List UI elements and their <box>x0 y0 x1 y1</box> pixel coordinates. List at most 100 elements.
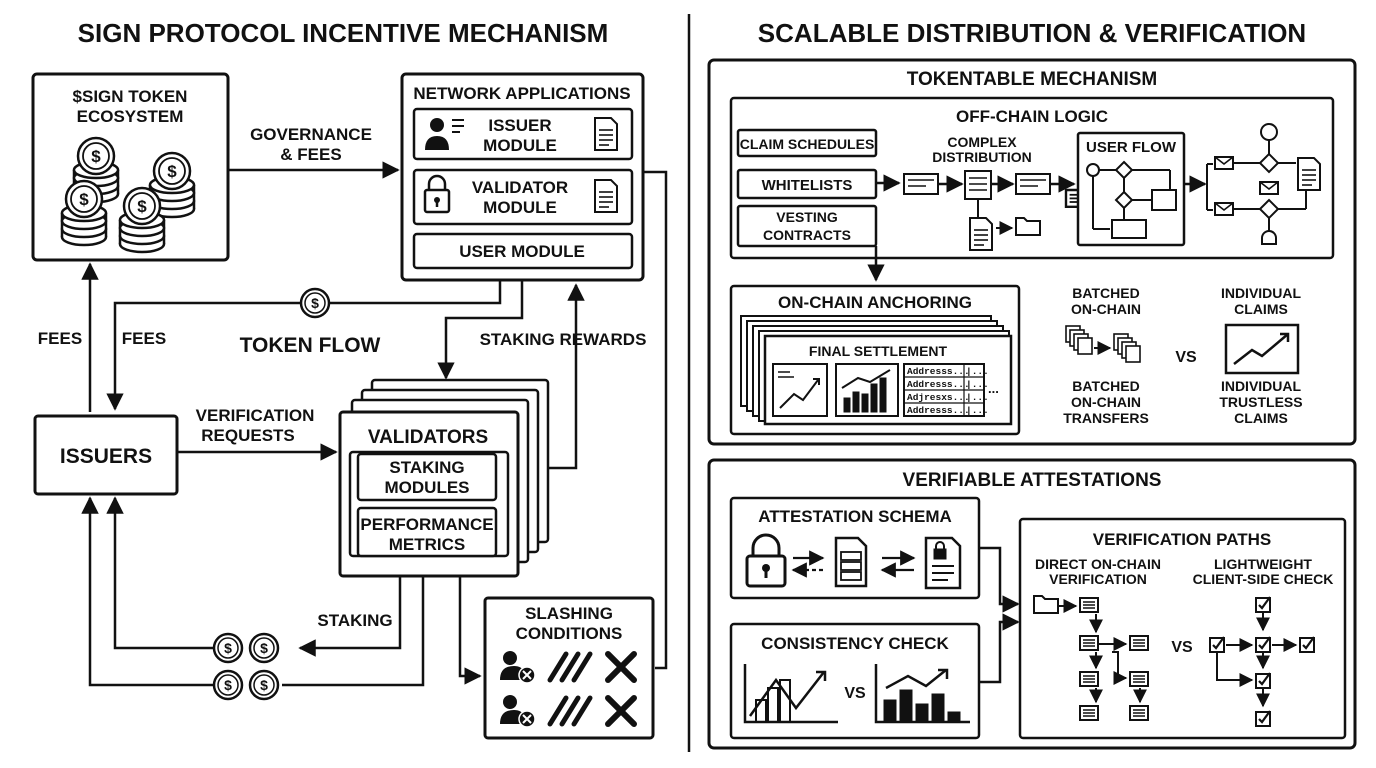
address-cell: Addresss... <box>907 405 970 416</box>
fees-label-left: FEES <box>38 329 82 348</box>
locked-document-icon <box>924 536 962 590</box>
staking-rewards-label: STAKING REWARDS <box>480 330 647 349</box>
issuers-label: ISSUERS <box>60 445 152 468</box>
issuers-box: ISSUERS <box>33 414 179 496</box>
tokentable-title: TOKENTABLE MECHANISM <box>907 69 1158 90</box>
trend-chart-icon <box>1224 323 1300 375</box>
address-table: Addresss... Addresss... Adjresxs... Addr… <box>903 363 999 417</box>
claim-schedules-label: CLAIM SCHEDULES <box>740 136 875 152</box>
client-side-check-flow <box>1208 595 1316 728</box>
staking-modules-label-1: STAKING <box>389 458 464 477</box>
complex-distribution-label-1: COMPLEX <box>947 134 1017 150</box>
left-title: SIGN PROTOCOL INCENTIVE MECHANISM <box>78 18 609 48</box>
paths-vs-label: VS <box>1171 639 1193 656</box>
verifiable-attestations-title: VERIFIABLE ATTESTATIONS <box>903 470 1162 491</box>
final-settlement-label: FINAL SETTLEMENT <box>809 343 948 359</box>
vesting-contracts-label-2: CONTRACTS <box>763 227 851 243</box>
on-chain-anchoring-title: ON-CHAIN ANCHORING <box>778 293 972 312</box>
issuer-module-label-2: MODULE <box>483 136 557 155</box>
document-icon <box>969 217 993 251</box>
token-flow-label: TOKEN FLOW <box>240 334 381 357</box>
folder-icon <box>1015 217 1041 236</box>
address-cell-2: |... <box>966 405 989 416</box>
batched-transfers-label-1: BATCHED <box>1072 378 1139 394</box>
validators-title: VALIDATORS <box>368 427 488 448</box>
address-cell: Addresss... <box>907 379 970 390</box>
verification-requests-label-2: REQUESTS <box>201 426 295 445</box>
line-chart-icon <box>772 363 828 417</box>
token-coin-icon <box>299 287 331 319</box>
bar-chart-icon <box>835 363 899 417</box>
coin-stack-icon <box>118 186 166 254</box>
document-icon <box>594 179 618 213</box>
consistency-check-title: CONSISTENCY CHECK <box>761 634 949 653</box>
slash-marks-icon <box>547 651 593 727</box>
lightweight-label-2: CLIENT-SIDE CHECK <box>1193 571 1334 587</box>
coin-stack-icon <box>60 179 108 247</box>
address-ellipsis: ... <box>988 381 999 396</box>
governance-label-2: & FEES <box>280 145 341 164</box>
governance-label-1: GOVERNANCE <box>250 125 372 144</box>
slashing-conditions-box: SLASHING CONDITIONS <box>483 596 655 740</box>
individual-claims-label-1: INDIVIDUAL <box>1221 285 1302 301</box>
server-icon <box>834 536 868 588</box>
validator-module-label-1: VALIDATOR <box>472 178 568 197</box>
envelope-icon <box>1259 181 1279 195</box>
verification-requests-label-1: VERIFICATION <box>196 406 315 425</box>
batched-on-chain-label-2: ON-CHAIN <box>1071 301 1141 317</box>
whitelists-label: WHITELISTS <box>762 177 853 194</box>
envelope-icon <box>1214 202 1234 216</box>
token-ecosystem-label-1: $SIGN TOKEN <box>73 87 188 106</box>
verifiable-attestations-box: VERIFIABLE ATTESTATIONS ATTESTATION SCHE… <box>707 458 1357 750</box>
flowchart-icon <box>1086 160 1177 239</box>
validator-module-label-2: MODULE <box>483 198 557 217</box>
batched-docs-icon <box>1065 325 1141 363</box>
right-title: SCALABLE DISTRIBUTION & VERIFICATION <box>758 18 1306 48</box>
individual-trustless-label-3: CLAIMS <box>1234 410 1288 426</box>
slashing-label-2: CONDITIONS <box>516 624 623 643</box>
token-ecosystem-label-2: ECOSYSTEM <box>77 107 184 126</box>
lock-icon <box>423 174 451 214</box>
batched-transfers-label-3: TRANSFERS <box>1063 410 1149 426</box>
address-cell: Addresss... <box>907 366 970 377</box>
line-chart-icon <box>743 664 838 724</box>
coin-icon <box>248 669 280 701</box>
x-mark-icon <box>605 651 637 727</box>
network-applications-title: NETWORK APPLICATIONS <box>413 84 630 103</box>
off-chain-logic-title: OFF-CHAIN LOGIC <box>956 107 1108 126</box>
consistency-vs-label: VS <box>844 685 866 702</box>
padlock-icon <box>745 533 787 588</box>
individual-claims-label-2: CLAIMS <box>1234 301 1288 317</box>
complex-distribution-label-2: DISTRIBUTION <box>932 149 1032 165</box>
user-flow-title: USER FLOW <box>1086 139 1177 156</box>
direct-on-chain-label-2: VERIFICATION <box>1049 571 1147 587</box>
batched-vs-label: VS <box>1175 349 1197 366</box>
staking-modules-label-2: MODULES <box>385 478 470 497</box>
performance-metrics-label-2: METRICS <box>389 535 466 554</box>
lightweight-label-1: LIGHTWEIGHT <box>1214 556 1312 572</box>
address-cell-2: |... <box>966 366 989 377</box>
address-cell: Adjresxs... <box>907 392 970 403</box>
individual-trustless-label-1: INDIVIDUAL <box>1221 378 1302 394</box>
token-ecosystem-box: $SIGN TOKEN ECOSYSTEM <box>31 72 230 262</box>
attestation-schema-title: ATTESTATION SCHEMA <box>758 507 952 526</box>
certificate-icon <box>594 117 618 151</box>
user-module-label: USER MODULE <box>459 242 585 261</box>
address-cell-2: |... <box>966 379 989 390</box>
bar-chart-icon <box>874 664 970 724</box>
batched-on-chain-label-1: BATCHED <box>1072 285 1139 301</box>
envelope-icon <box>1214 156 1234 170</box>
coin-icon <box>212 669 244 701</box>
batched-transfers-label-2: ON-CHAIN <box>1071 394 1141 410</box>
coin-icon <box>212 632 244 664</box>
network-applications-box: NETWORK APPLICATIONS ISSUER MODULE VALID… <box>400 72 645 282</box>
slashing-label-1: SLASHING <box>525 604 613 623</box>
individual-trustless-label-2: TRUSTLESS <box>1219 394 1302 410</box>
tokentable-mechanism-box: TOKENTABLE MECHANISM OFF-CHAIN LOGIC CLA… <box>707 58 1357 446</box>
user-id-icon <box>425 118 464 150</box>
vesting-contracts-label-1: VESTING <box>776 209 838 225</box>
staking-label: STAKING <box>317 611 392 630</box>
list-document-icon <box>1297 157 1321 191</box>
coin-icon <box>248 632 280 664</box>
